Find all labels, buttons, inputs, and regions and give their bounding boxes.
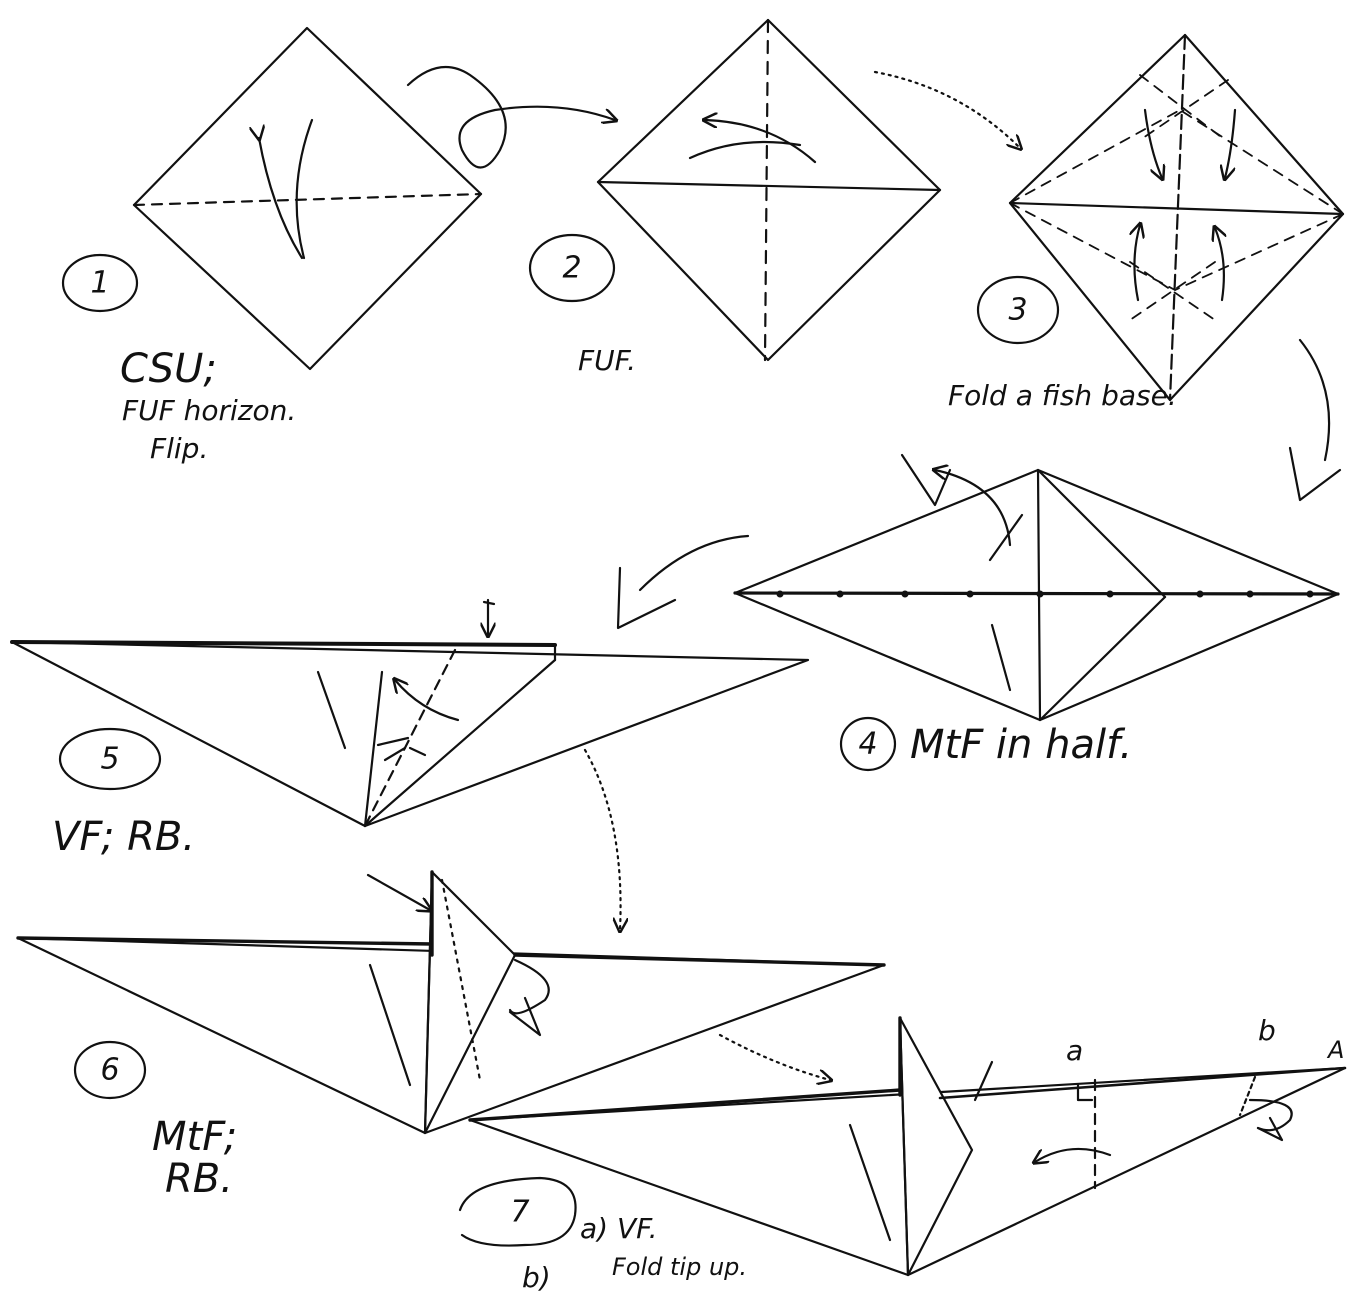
flip-arrow: [406, 65, 615, 169]
step-1-figure: [132, 26, 483, 371]
step-2-caption: FUF.: [578, 344, 636, 377]
point-label-a: a: [1066, 1034, 1083, 1067]
step-4-figure: [733, 453, 1340, 722]
step-4-mountain-dots: [776, 590, 1314, 598]
step-4-number-circle: [839, 716, 897, 772]
step-1-caption-line-3: Flip.: [150, 432, 208, 465]
point-label-b: b: [1258, 1014, 1276, 1047]
step-5-triangle: [10, 640, 810, 828]
sequence-arrow: [873, 70, 1020, 148]
step-7-caption-line-1: a) VF.: [580, 1212, 658, 1245]
step-4-caption: MtF in half.: [910, 722, 1132, 768]
labels: 1 CSU; FUF horizon. Flip. 2 FUF. 3 Fold …: [52, 251, 1344, 1295]
step-1-caption-line-1: CSU;: [120, 346, 217, 392]
sequence-arrow-large: [638, 534, 750, 592]
sequence-arrow: [718, 1033, 830, 1080]
step-2-fold-arrow: [705, 120, 817, 164]
step-3-caption: Fold a fish base.: [948, 379, 1177, 412]
step-1-square: [132, 26, 483, 371]
step-6-number-circle: [73, 1040, 147, 1100]
sequence-arrow-large: [1298, 338, 1331, 462]
point-label-tip: A: [1326, 1036, 1344, 1064]
step-3-figure: [1008, 33, 1345, 402]
step-7-caption-line-3: Fold tip up.: [612, 1253, 747, 1281]
step-2-square: [596, 18, 942, 362]
step-1-valley-fold-line: [132, 192, 483, 207]
step-6-caption-line-2: RB.: [165, 1156, 233, 1202]
step-5-valley-fold-line: [363, 648, 457, 828]
step-6-figure: [16, 870, 886, 1135]
step-2-figure: [596, 18, 942, 362]
step-6-number: 6: [100, 1053, 119, 1088]
step-7-figure: [468, 1016, 1347, 1277]
step-7-number-circle: [458, 1176, 577, 1247]
step-5-figure: [10, 598, 810, 828]
step-2-number-circle: [528, 233, 616, 303]
step-1-number-circle: [61, 253, 139, 313]
step-5-fold-arrow: [395, 680, 460, 722]
step-3-number: 3: [1008, 293, 1027, 328]
step-3-crease-lines: [1009, 74, 1344, 321]
step-3-number-circle: [976, 275, 1060, 345]
step-1-fold-arrow: [259, 138, 304, 260]
step-2-number: 2: [562, 251, 581, 286]
step-4-number: 4: [858, 727, 877, 762]
step-5-caption: VF; RB.: [52, 814, 195, 860]
step-7-number: 7: [510, 1195, 529, 1230]
step-1-arrow-guide: [295, 118, 314, 260]
sequence-arrow: [583, 748, 621, 930]
step-7-fold-arrow: [1035, 1147, 1112, 1162]
step-2-valley-fold-line: [763, 18, 770, 362]
step-4-fold-arrow: [935, 470, 1012, 547]
step-4-mountain-fold-line: [733, 591, 1340, 596]
step-5-number: 5: [100, 742, 119, 777]
step-6-caption-line-1: MtF;: [152, 1114, 237, 1160]
step-7-caption-line-2: b): [522, 1261, 551, 1294]
step-1-number: 1: [90, 266, 109, 301]
step-1-caption-line-2: FUF horizon.: [122, 394, 296, 427]
step-5-number-circle: [58, 727, 162, 791]
